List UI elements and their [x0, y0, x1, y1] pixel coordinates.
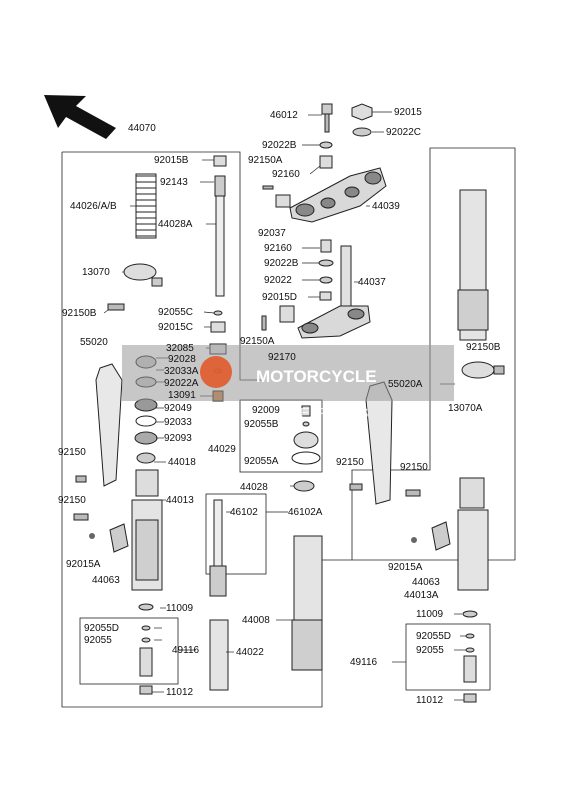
- label-92143: 92143: [160, 177, 188, 188]
- label-92055-left: 92055: [84, 635, 112, 646]
- label-92033: 92033: [164, 417, 192, 428]
- center-cap-bolt-part: [291, 405, 321, 492]
- label-44028: 44028: [240, 482, 268, 493]
- label-11012-left: 11012: [166, 687, 194, 698]
- label-92015C: 92015C: [158, 322, 193, 333]
- right-outer-tube-44013A-part: [411, 477, 489, 703]
- label-92022: 92022: [264, 275, 292, 286]
- watermark: MOTORCYCLE SPARE PARTS: [122, 345, 454, 422]
- label-32085: 32085: [166, 343, 194, 354]
- label-92055A: 92055A: [244, 456, 279, 467]
- label-92055D-left: 92055D: [84, 623, 119, 634]
- watermark-sub: SPARE PARTS: [256, 405, 370, 422]
- label-92055D-right: 92055D: [416, 631, 451, 642]
- label-49116-left: 49116: [172, 645, 200, 656]
- label-46012: 46012: [270, 110, 298, 121]
- label-46102A: 46102A: [288, 507, 323, 518]
- label-55020: 55020: [80, 337, 108, 348]
- label-92009: 92009: [252, 405, 280, 416]
- left-clamp-13070-part: [107, 263, 163, 311]
- label-44039: 44039: [372, 201, 400, 212]
- label-92049: 92049: [164, 403, 192, 414]
- label-92150-left2: 92150: [58, 495, 86, 506]
- label-13070: 13070: [82, 267, 110, 278]
- top-washers-part: [262, 141, 333, 208]
- label-46102: 46102: [230, 507, 258, 518]
- steering-top-clamp: [289, 167, 387, 223]
- label-44013: 44013: [166, 495, 194, 506]
- damper-rod-46102-part: [209, 499, 227, 597]
- label-92150B-right: 92150B: [466, 342, 501, 353]
- label-49116-right: 49116: [350, 657, 378, 668]
- right-valve-detail-box: [405, 623, 491, 691]
- inner-tube-44008-part: [291, 535, 323, 671]
- label-44063-right: 44063: [412, 577, 440, 588]
- label-92022B-mid: 92022B: [264, 258, 299, 269]
- left-outer-tube-44013-part: [89, 469, 163, 695]
- label-92028: 92028: [168, 354, 196, 365]
- top-nut-part: [351, 103, 373, 137]
- handlebar-holder-part: [321, 103, 333, 133]
- label-92150-left: 92150: [58, 447, 86, 458]
- damper-rod-detail-box: [205, 493, 267, 575]
- label-92015B: 92015B: [154, 155, 189, 166]
- label-55020A: 55020A: [388, 379, 423, 390]
- label-44029: 44029: [208, 444, 236, 455]
- label-92150B-left: 92150B: [62, 308, 97, 319]
- label-92055C: 92055C: [158, 307, 193, 318]
- label-92015A-left: 92015A: [66, 559, 101, 570]
- label-92150-rr: 92150: [400, 462, 428, 473]
- label-44008: 44008: [242, 615, 270, 626]
- label-44026: 44026/A/B: [70, 201, 117, 212]
- label-44018: 44018: [168, 457, 196, 468]
- label-92055B: 92055B: [244, 419, 279, 430]
- label-92150A-top: 92150A: [248, 155, 283, 166]
- label-92015A-right: 92015A: [388, 562, 423, 573]
- label-92022C: 92022C: [386, 127, 421, 138]
- label-92170: 92170: [268, 352, 296, 363]
- label-92160-top: 92160: [272, 169, 300, 180]
- label-92160-mid: 92160: [264, 243, 292, 254]
- label-92015: 92015: [394, 107, 422, 118]
- label-44037: 44037: [358, 277, 386, 288]
- label-11009-left: 11009: [166, 603, 194, 614]
- front-direction-arrow-icon: [44, 95, 116, 139]
- label-44013A: 44013A: [404, 590, 439, 601]
- label-44028A: 44028A: [158, 219, 193, 230]
- label-44022: 44022: [236, 647, 264, 658]
- label-92150A-mid: 92150A: [240, 336, 275, 347]
- steering-stem-part: [261, 239, 371, 339]
- label-11012-right: 11012: [416, 695, 444, 706]
- label-92150-rc: 92150: [336, 457, 364, 468]
- label-13091: 13091: [168, 390, 196, 401]
- right-fork-outer-tube-part: [457, 189, 505, 379]
- right-fork-group-box: [322, 147, 516, 561]
- label-92037: 92037: [258, 228, 286, 239]
- part-labels: 44070 46012 92015 92022C 92015B 92022B 9…: [58, 107, 501, 706]
- left-valve-detail-box: [79, 617, 179, 685]
- label-92093: 92093: [164, 433, 192, 444]
- label-92022A: 92022A: [164, 378, 199, 389]
- label-13070A: 13070A: [448, 403, 483, 414]
- label-44070: 44070: [128, 123, 156, 134]
- label-92015D-top: 92015D: [262, 292, 297, 303]
- label-11009-right: 11009: [416, 609, 444, 620]
- left-fork-spring-part: [135, 155, 227, 297]
- label-92022B-top: 92022B: [262, 140, 297, 151]
- guide-44022-part: [209, 619, 229, 691]
- label-32033A: 32033A: [164, 366, 199, 377]
- label-92055-right: 92055: [416, 645, 444, 656]
- label-44063-left: 44063: [92, 575, 120, 586]
- watermark-brand: MOTORCYCLE: [256, 367, 377, 386]
- left-fork-guard-55020-part: [73, 363, 123, 521]
